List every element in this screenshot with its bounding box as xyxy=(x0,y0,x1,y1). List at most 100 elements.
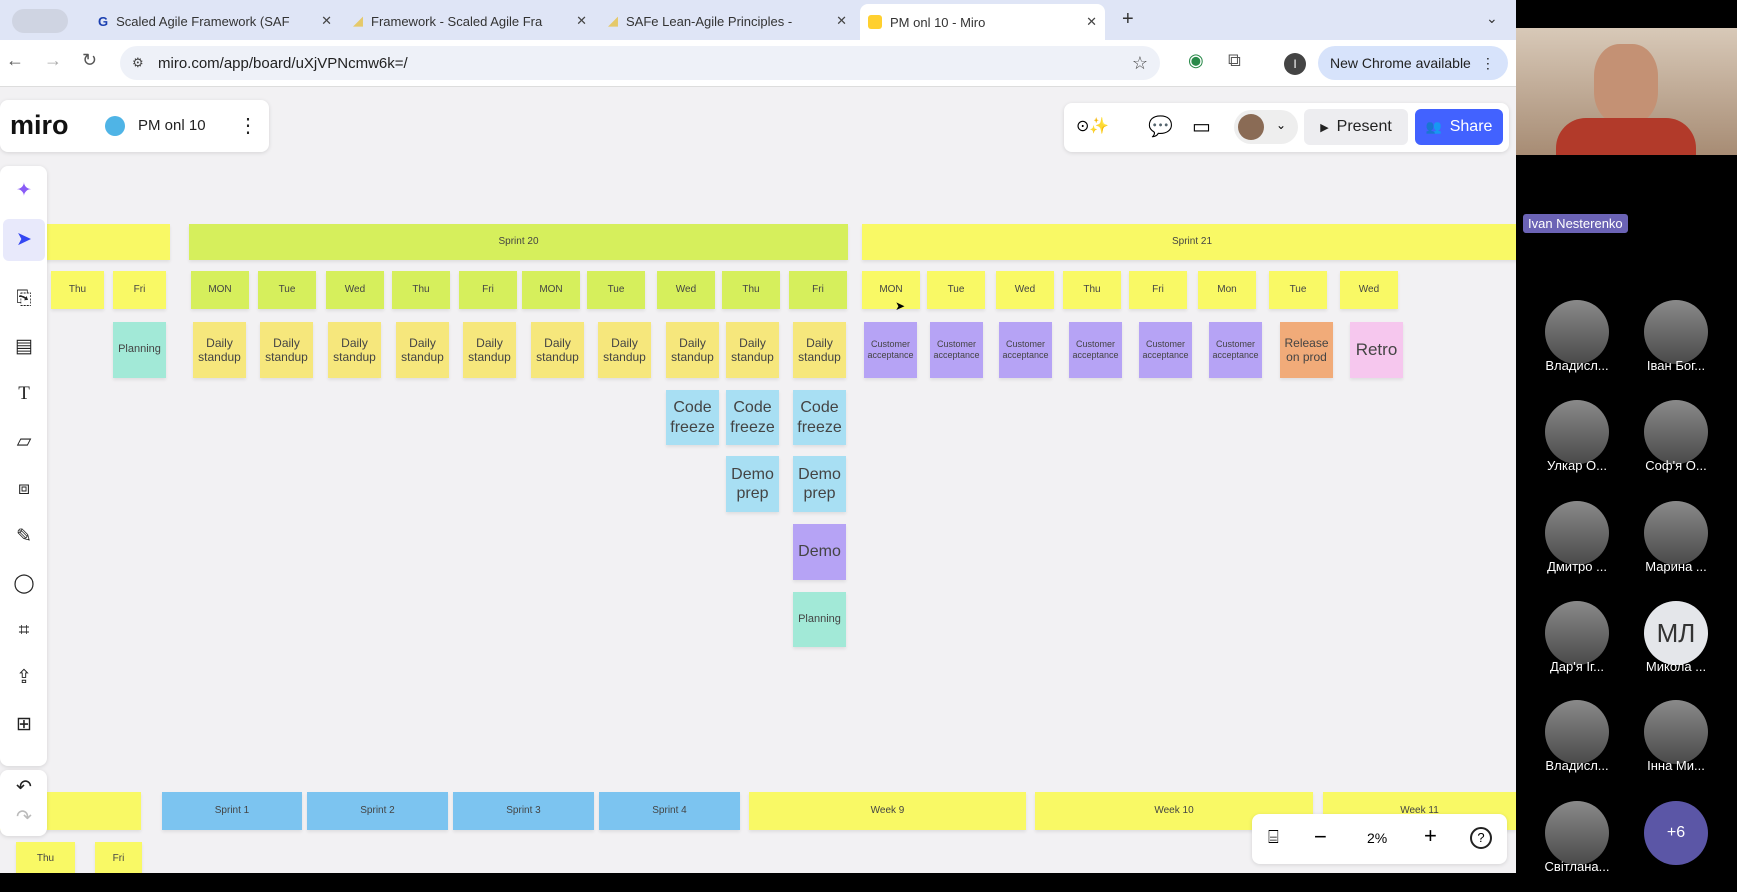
day-sticky[interactable]: Tue xyxy=(927,271,985,309)
sticky-note[interactable]: Daily standup xyxy=(396,322,449,378)
frame-layout-icon[interactable]: ▤ xyxy=(15,336,33,357)
sticky-note[interactable]: Daily standup xyxy=(260,322,313,378)
reactions-icon[interactable]: ⊙✨ xyxy=(1076,118,1110,135)
day-sticky[interactable]: Thu xyxy=(722,271,780,309)
sticky-note[interactable]: Daily standup xyxy=(726,322,779,378)
back-icon[interactable]: ← xyxy=(6,50,24,70)
bottom-timeline-sticky[interactable]: Sprint 3 xyxy=(453,792,594,830)
sticky-note[interactable]: Daily standup xyxy=(793,322,846,378)
undo-icon[interactable]: ↶ xyxy=(16,777,32,798)
day-sticky[interactable]: Wed xyxy=(657,271,715,309)
forward-icon[interactable]: → xyxy=(44,50,62,70)
day-sticky[interactable]: Tue xyxy=(258,271,316,309)
day-sticky[interactable]: Thu xyxy=(1063,271,1121,309)
sticky-note[interactable]: Daily standup xyxy=(666,322,719,378)
pen-icon[interactable]: ✎ xyxy=(16,526,32,547)
tab-principles[interactable]: ◢SAFe Lean-Agile Principles -✕ xyxy=(600,6,855,36)
sticky-note[interactable]: Customer acceptance xyxy=(1139,322,1192,378)
day-sticky[interactable]: Tue xyxy=(587,271,645,309)
zoom-out-icon[interactable]: − xyxy=(1314,824,1327,849)
day-sticky[interactable]: Thu xyxy=(392,271,450,309)
close-tab-icon[interactable]: ✕ xyxy=(1086,14,1097,29)
sticky-note[interactable]: Customer acceptance xyxy=(999,322,1052,378)
demo-prep-sticky[interactable]: Demo prep xyxy=(793,456,846,512)
present-button[interactable]: ▶Present xyxy=(1304,109,1408,145)
board-name[interactable]: PM onl 10 xyxy=(138,117,206,134)
day-sticky[interactable]: Fri xyxy=(95,842,142,873)
day-sticky[interactable]: Thu xyxy=(51,271,104,309)
shapes-icon[interactable]: ⧈ xyxy=(17,478,31,499)
tab-framework[interactable]: ◢Framework - Scaled Agile Fra✕ xyxy=(345,6,595,36)
sprint-header[interactable]: Sprint 21 xyxy=(862,224,1516,260)
new-tab-button[interactable]: + xyxy=(1122,8,1134,30)
text-icon[interactable]: T xyxy=(18,383,30,404)
sprint-header[interactable]: Sprint 20 xyxy=(189,224,848,260)
day-sticky[interactable]: Wed xyxy=(326,271,384,309)
sticky-note[interactable]: Daily standup xyxy=(598,322,651,378)
day-sticky[interactable]: MON xyxy=(522,271,580,309)
zoom-in-icon[interactable]: + xyxy=(1424,823,1437,848)
bookmark-star-icon[interactable]: ☆ xyxy=(1131,52,1148,73)
sticky-note[interactable]: Release on prod xyxy=(1280,322,1333,378)
site-settings-icon[interactable]: ⚙ xyxy=(132,55,144,70)
collaborators-button[interactable]: ⌄ xyxy=(1234,110,1298,144)
ai-sparkle-icon[interactable]: ✦ xyxy=(16,180,32,201)
demo-sticky[interactable]: Demo xyxy=(793,524,846,580)
sticky-note[interactable]: Retro xyxy=(1350,322,1403,378)
close-tab-icon[interactable]: ✕ xyxy=(321,13,332,28)
day-sticky[interactable]: Mon xyxy=(1198,271,1256,309)
sticky-note[interactable]: Daily standup xyxy=(531,322,584,378)
chrome-update-button[interactable]: New Chrome available⋮ xyxy=(1318,46,1508,80)
sticky-note[interactable]: Customer acceptance xyxy=(930,322,983,378)
board-menu-icon[interactable]: ⋮ xyxy=(238,115,258,137)
code-freeze-sticky[interactable]: Code freeze xyxy=(793,390,846,445)
demo-prep-sticky[interactable]: Demo prep xyxy=(726,456,779,512)
extensions-puzzle-icon[interactable]: ⧉ xyxy=(1228,50,1241,70)
profile-avatar[interactable]: I xyxy=(1284,53,1306,75)
sticky-note[interactable]: Daily standup xyxy=(328,322,381,378)
close-tab-icon[interactable]: ✕ xyxy=(836,13,847,28)
tab-list-icon[interactable]: ⌄ xyxy=(1486,10,1498,26)
day-sticky[interactable]: MON xyxy=(862,271,920,309)
help-icon[interactable]: ? xyxy=(1470,827,1492,849)
tab-miro[interactable]: PM onl 10 - Miro✕ xyxy=(860,4,1105,40)
day-sticky[interactable]: Thu xyxy=(16,842,75,873)
redo-icon[interactable]: ↷ xyxy=(16,807,32,828)
miro-logo[interactable]: miro xyxy=(10,110,69,140)
day-sticky[interactable]: Wed xyxy=(1340,271,1398,309)
planning-sticky[interactable]: Planning xyxy=(793,592,846,647)
zoom-level[interactable]: 2% xyxy=(1367,830,1388,846)
bottom-timeline-sticky[interactable]: Sprint 4 xyxy=(599,792,740,830)
more-participants-button[interactable]: +6 xyxy=(1644,801,1708,865)
sticky-note[interactable]: Daily standup xyxy=(463,322,516,378)
bottom-timeline-sticky[interactable]: Sprint 2 xyxy=(307,792,448,830)
day-sticky[interactable]: Fri xyxy=(1129,271,1187,309)
day-sticky[interactable]: Tue xyxy=(1269,271,1327,309)
frame-icon[interactable]: ⌗ xyxy=(18,620,30,641)
day-sticky[interactable]: Fri xyxy=(789,271,847,309)
code-freeze-sticky[interactable]: Code freeze xyxy=(666,390,719,445)
bottom-timeline-sticky[interactable]: Week 9 xyxy=(749,792,1026,830)
sticky-note-icon[interactable]: ▱ xyxy=(16,431,32,452)
reload-icon[interactable]: ↻ xyxy=(82,50,98,70)
share-button[interactable]: 👥Share xyxy=(1415,109,1503,145)
sticky-note[interactable]: Daily standup xyxy=(193,322,246,378)
video-icon[interactable]: ▭ xyxy=(1192,116,1211,138)
extension-icon[interactable]: ◉ xyxy=(1188,50,1204,70)
comments-icon[interactable]: 💬 xyxy=(1148,116,1173,138)
upload-icon[interactable]: ⇪ xyxy=(16,667,32,688)
sticky-note[interactable]: Customer acceptance xyxy=(864,322,917,378)
sticky-note[interactable]: Customer acceptance xyxy=(1209,322,1262,378)
select-tool[interactable]: ➤ xyxy=(3,219,45,261)
sticky-note[interactable]: Planning xyxy=(113,322,166,378)
sticky-note[interactable]: Customer acceptance xyxy=(1069,322,1122,378)
day-sticky[interactable]: Fri xyxy=(459,271,517,309)
comment-icon[interactable]: ◯ xyxy=(13,573,35,594)
close-tab-icon[interactable]: ✕ xyxy=(576,13,587,28)
code-freeze-sticky[interactable]: Code freeze xyxy=(726,390,779,445)
bottom-timeline-sticky[interactable]: Sprint 1 xyxy=(162,792,302,830)
tab-search-button[interactable] xyxy=(12,9,68,33)
url-input[interactable]: ⚙miro.com/app/board/uXjVPNcmw6k=/ ☆ xyxy=(120,46,1160,80)
